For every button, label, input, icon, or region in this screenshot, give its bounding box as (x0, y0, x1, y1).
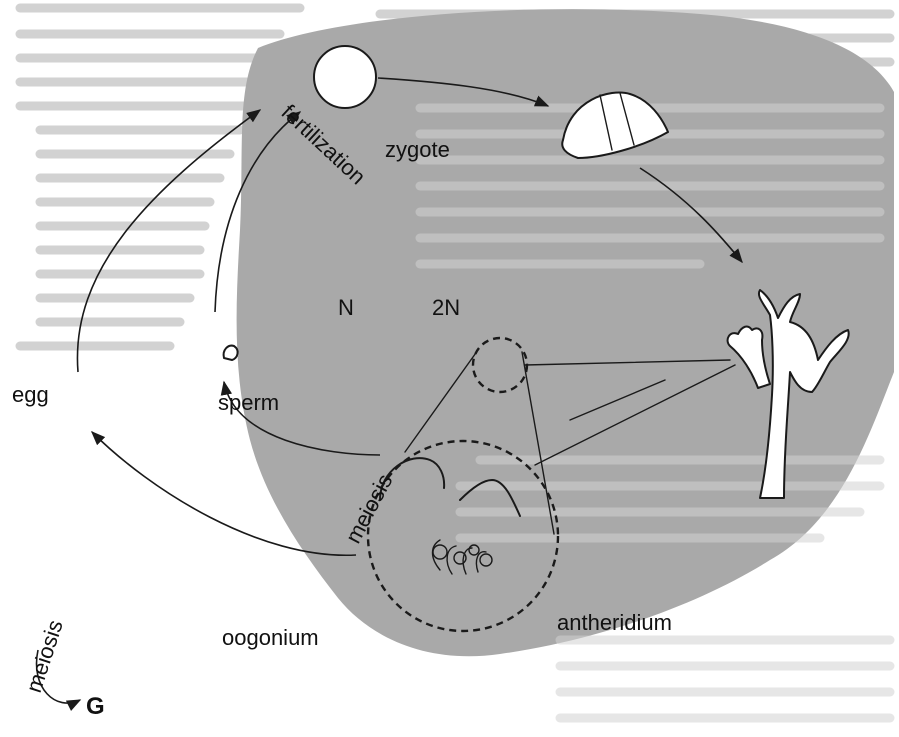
label-zygote: zygote (385, 137, 450, 162)
label-g: G (86, 693, 105, 720)
label-sperm: sperm (218, 390, 279, 415)
label-meiosis-corner: meiosis (21, 617, 68, 696)
label-n: N (338, 295, 354, 320)
label-antheridium: antheridium (557, 610, 672, 635)
arrow-egg-to-fertilization (77, 110, 260, 372)
zygote-cell (314, 46, 376, 108)
label-2n: 2N (432, 295, 460, 320)
label-oogonium: oogonium (222, 625, 319, 650)
label-egg: egg (12, 382, 49, 407)
sperm-cell-drawing (224, 346, 238, 360)
